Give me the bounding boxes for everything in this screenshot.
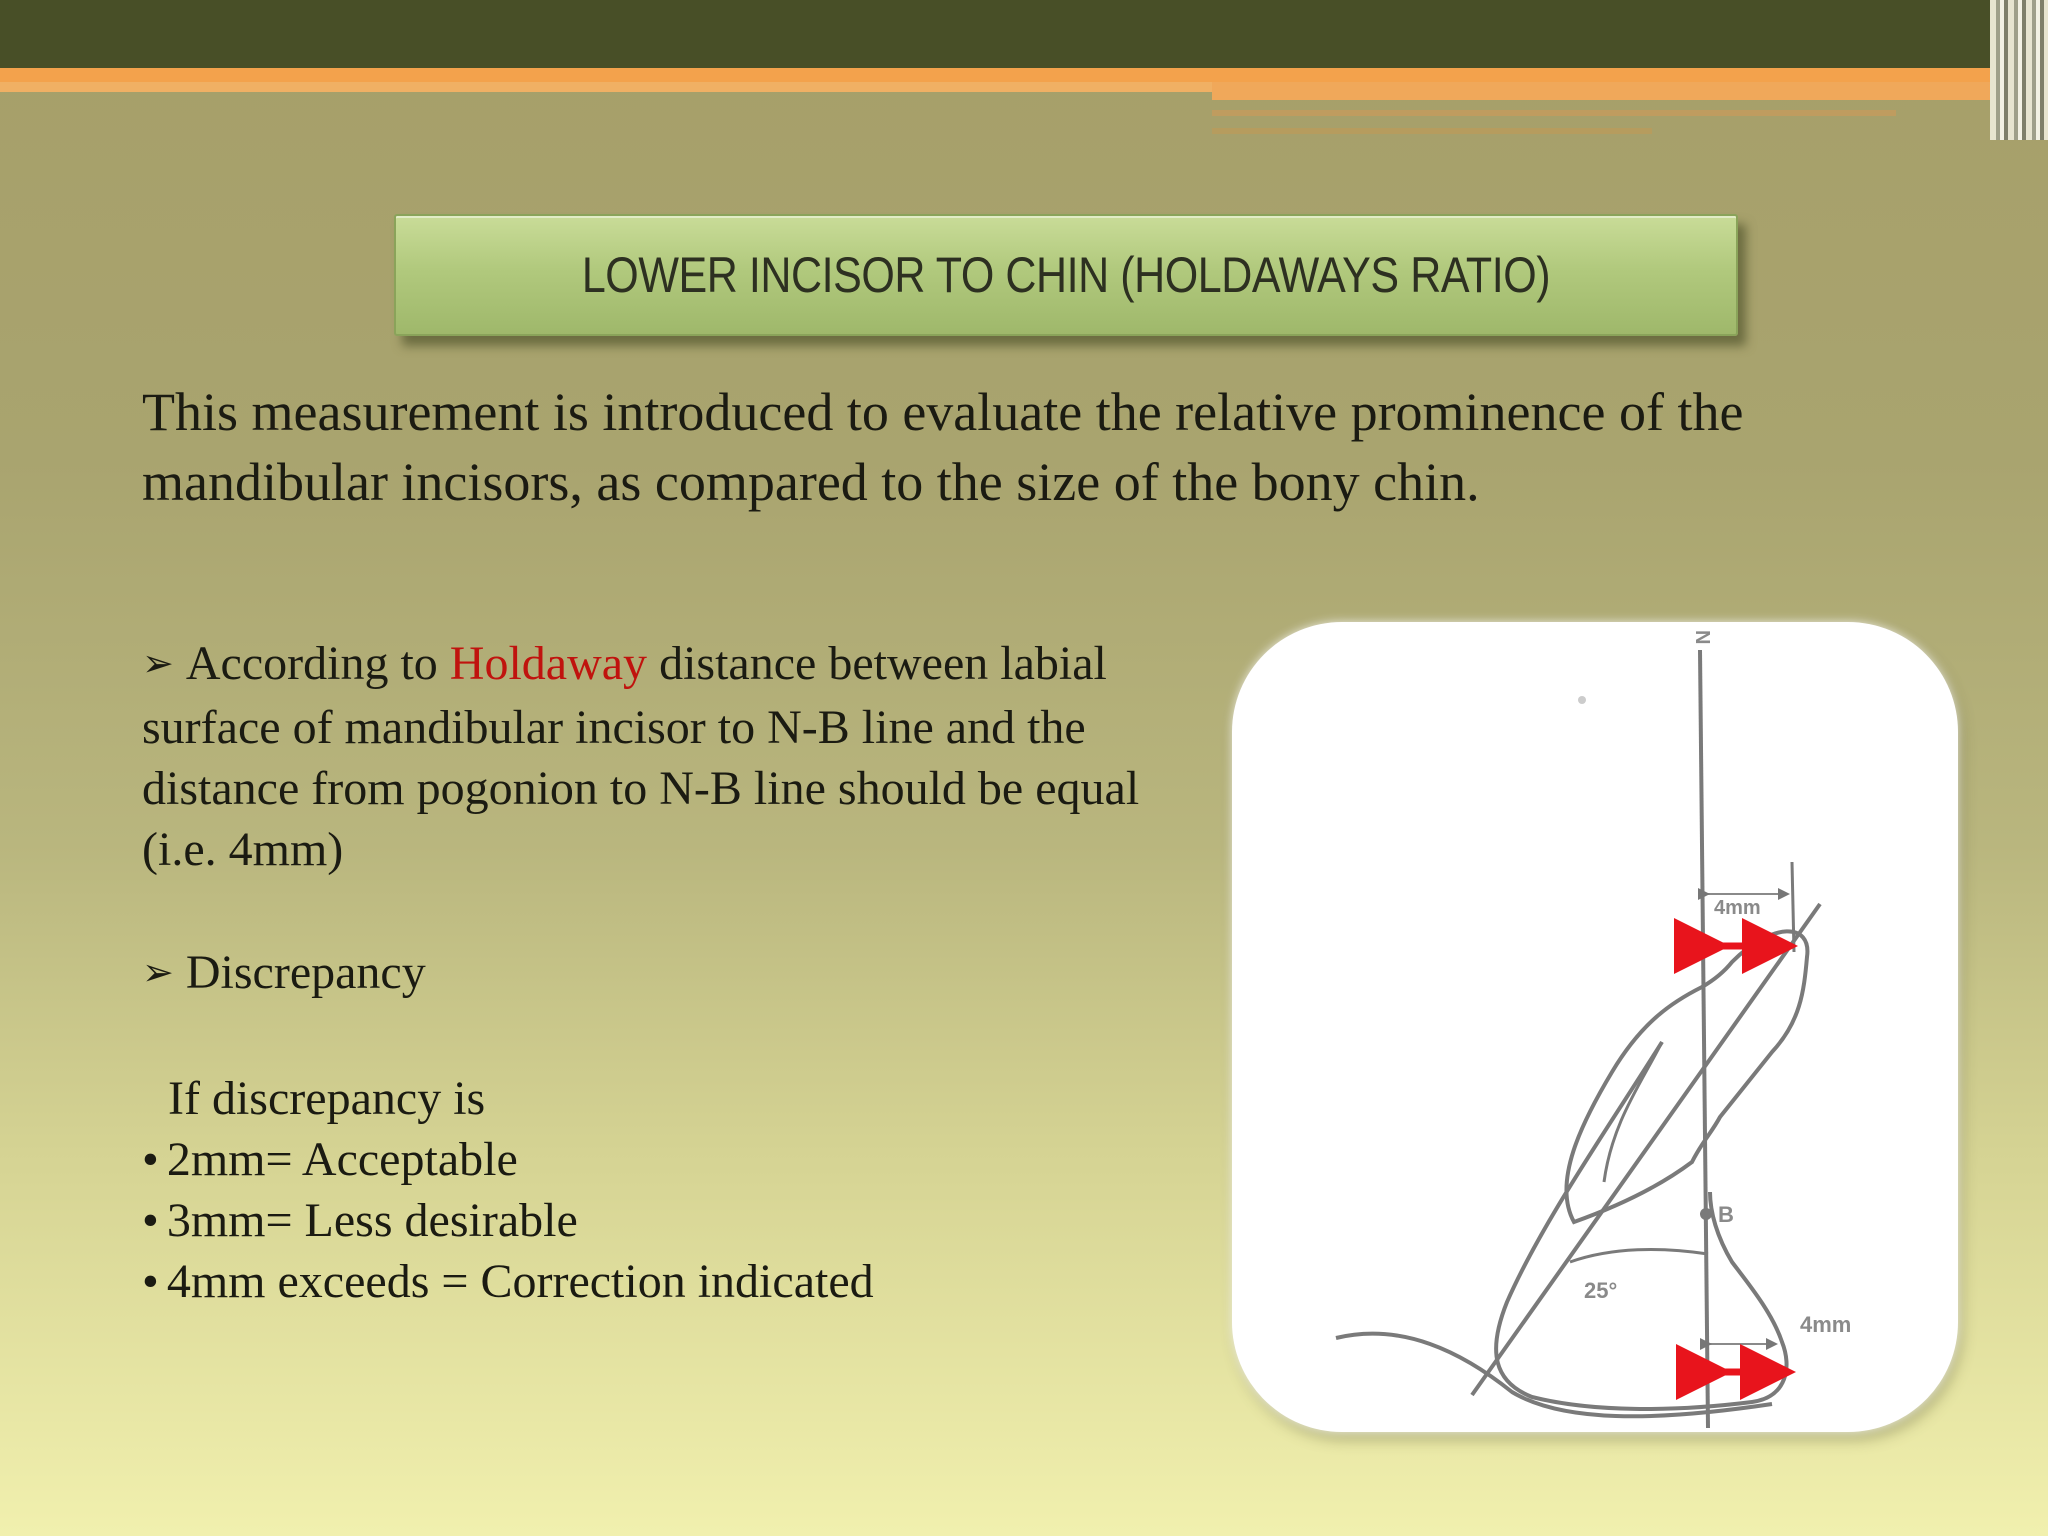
b-point-marker <box>1700 1208 1712 1220</box>
incisor-outline <box>1564 929 1810 1225</box>
discrepancy-intro: If discrepancy is <box>168 1072 486 1125</box>
list-item: •4mm exceeds = Correction indicated <box>142 1251 1142 1312</box>
accent-line <box>1212 110 1896 116</box>
label-angle: 25° <box>1584 1278 1617 1303</box>
holdaway-diagram: N 25° B 4mm 4mm <box>1232 622 1958 1432</box>
bullet-icon: • <box>142 1255 159 1308</box>
dot <box>1578 696 1586 704</box>
corner-stripes <box>1990 0 2048 140</box>
incisor-axis <box>1470 902 1822 1397</box>
point-text: Discrepancy <box>185 946 426 999</box>
list-item-text: 2mm= Acceptable <box>166 1133 518 1186</box>
point-text: distance between labial surface of mandi… <box>142 637 1140 876</box>
point-discrepancy: ➢Discrepancy <box>142 942 1142 1006</box>
accent-stripe <box>0 82 1212 92</box>
list-item-text: 3mm= Less desirable <box>166 1194 578 1247</box>
list-item: •3mm= Less desirable <box>142 1190 1142 1251</box>
angle-arc <box>1569 1247 1709 1264</box>
incisor-root <box>1602 1041 1664 1183</box>
accent-stripe <box>1212 82 1990 100</box>
content-column: ➢According to Holdaway distance between … <box>142 633 1142 1312</box>
chin-outline <box>1494 1040 1789 1411</box>
mandible-border <box>1335 1331 1773 1419</box>
arrow-bullet-icon: ➢ <box>142 950 174 994</box>
label-b: B <box>1718 1202 1734 1227</box>
intro-paragraph: This measurement is introduced to evalua… <box>142 382 1744 512</box>
list-item-text: 4mm exceeds = Correction indicated <box>166 1255 874 1308</box>
accent-line <box>1212 128 1652 134</box>
label-bottom-distance: 4mm <box>1800 1312 1851 1337</box>
point-text: According to <box>185 637 450 690</box>
bullet-icon: • <box>142 1133 159 1186</box>
label-top-distance: 4mm <box>1714 897 1761 919</box>
point-holdaway: ➢According to Holdaway distance between … <box>142 633 1142 880</box>
top-measure-tick <box>1790 861 1796 953</box>
bullet-icon: • <box>142 1194 159 1247</box>
slide-title: LOWER INCISOR TO CHIN (HOLDAWAYS RATIO) <box>581 247 1551 303</box>
slide-title-banner: LOWER INCISOR TO CHIN (HOLDAWAYS RATIO) <box>394 214 1738 336</box>
top-bar <box>0 0 2048 68</box>
highlight-holdaway: Holdaway <box>449 637 648 690</box>
arrow-bullet-icon: ➢ <box>142 641 174 685</box>
label-n: N <box>1691 630 1713 644</box>
list-item: •2mm= Acceptable <box>142 1129 1142 1190</box>
diagram-svg: N 25° B 4mm 4mm <box>1335 630 1851 1429</box>
accent-stripe <box>0 68 1990 82</box>
nb-line <box>1698 649 1710 1429</box>
